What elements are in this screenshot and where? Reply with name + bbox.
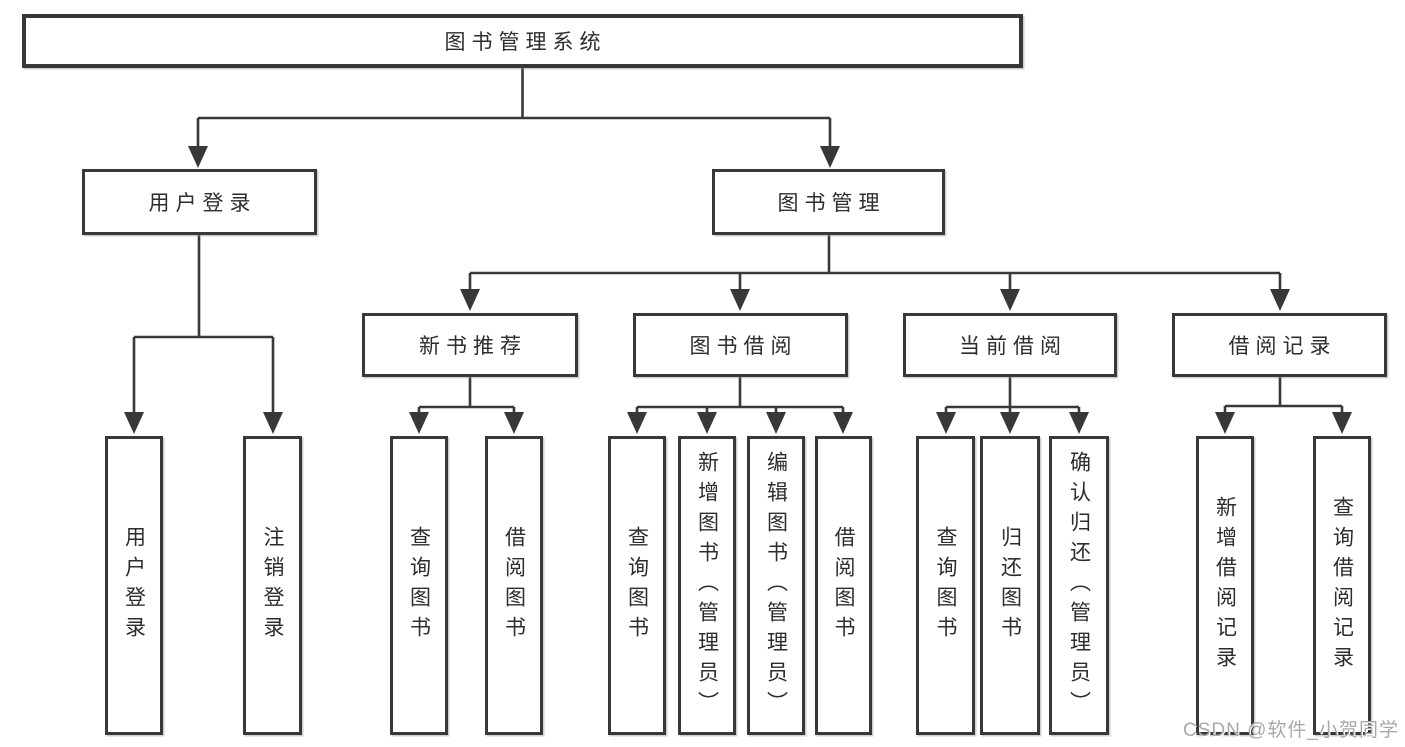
node-label: 确认归还（管理员） — [1067, 450, 1091, 721]
node-label: 新增图书（管理员） — [695, 450, 719, 721]
node-label: 查询图书 — [407, 525, 431, 646]
node-label: 当前借阅 — [959, 335, 1067, 358]
node-label: 查询图书 — [934, 525, 957, 646]
leaf-return-book: 归还图书 — [980, 436, 1040, 735]
leaf-logout: 注销登录 — [243, 436, 302, 735]
leaf-borrow-book-recommend: 借阅图书 — [485, 436, 543, 735]
leaf-edit-book-admin: 编辑图书（管理员） — [747, 436, 805, 735]
node-user-login-group: 用户登录 — [82, 169, 317, 235]
node-library-management-system: 图书管理系统 — [22, 14, 1023, 68]
node-label: 用户登录 — [122, 525, 146, 646]
leaf-query-book-current: 查询图书 — [916, 436, 975, 735]
node-book-management-group: 图书管理 — [712, 169, 945, 235]
node-label: 新书推荐 — [419, 335, 527, 358]
node-borrow-records: 借阅记录 — [1172, 313, 1387, 377]
node-label: 查询图书 — [625, 525, 649, 646]
node-book-borrow: 图书借阅 — [633, 313, 848, 377]
node-label: 注销登录 — [261, 525, 284, 646]
csdn-watermark: CSDN @软件_小贺同学 — [1183, 720, 1399, 741]
leaf-borrow-book: 借阅图书 — [815, 436, 872, 735]
node-current-borrow: 当前借阅 — [903, 313, 1117, 377]
node-label: 查询借阅记录 — [1330, 495, 1354, 676]
node-label: 用户登录 — [148, 192, 257, 215]
node-label: 图书借阅 — [689, 335, 798, 358]
node-new-book-recommend: 新书推荐 — [362, 313, 578, 377]
leaf-user-login: 用户登录 — [105, 436, 163, 735]
node-label: 编辑图书（管理员） — [764, 450, 788, 721]
node-label: 借阅图书 — [502, 525, 526, 646]
node-label: 借阅记录 — [1228, 335, 1337, 358]
node-label: 新增借阅记录 — [1213, 495, 1237, 676]
leaf-confirm-return-admin: 确认归还（管理员） — [1049, 436, 1109, 735]
node-label: 归还图书 — [998, 525, 1022, 646]
leaf-query-borrow-record: 查询借阅记录 — [1313, 436, 1371, 735]
leaf-query-book-recommend: 查询图书 — [390, 436, 448, 735]
leaf-add-book-admin: 新增图书（管理员） — [678, 436, 736, 735]
node-label: 借阅图书 — [832, 525, 855, 646]
leaf-query-book-borrow: 查询图书 — [608, 436, 666, 735]
node-label: 图书管理 — [777, 192, 886, 215]
node-label: 图书管理系统 — [444, 31, 607, 54]
leaf-add-borrow-record: 新增借阅记录 — [1196, 436, 1254, 735]
